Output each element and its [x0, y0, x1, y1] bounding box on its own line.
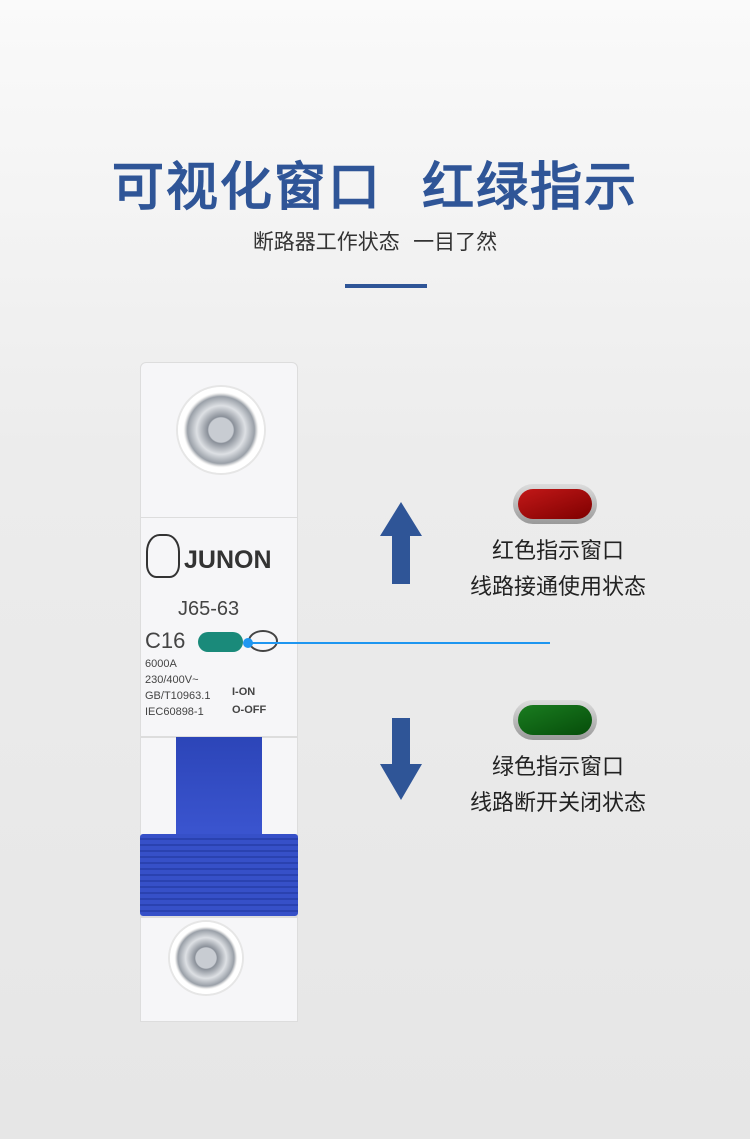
green-indicator-icon: [513, 700, 597, 740]
arrow-down-icon: [380, 718, 422, 800]
model-label: J65-63: [178, 598, 240, 620]
worker-logo-icon: [146, 534, 180, 578]
page-subtitle: 断路器工作状态 一目了然: [252, 230, 498, 254]
arrow-up-icon: [380, 502, 422, 584]
off-label: O-OFF: [232, 704, 267, 716]
title-divider: [345, 284, 427, 288]
standard-label: IEC60898-1: [145, 706, 204, 718]
green-caption-title: 绿色指示窗口: [491, 755, 624, 780]
red-caption-title: 红色指示窗口: [491, 539, 624, 564]
voltage-label: 230/400V~: [145, 674, 199, 686]
rating-label: C16: [145, 628, 186, 653]
red-caption-desc: 线路接通使用状态: [469, 575, 646, 600]
pointer-dot: [243, 638, 253, 648]
pointer-line: [247, 642, 550, 644]
screw-icon: [178, 387, 264, 473]
red-indicator-icon: [513, 484, 597, 524]
green-caption-desc: 线路断开关闭状态: [469, 791, 646, 816]
breaker-label-panel: [140, 517, 298, 737]
on-label: I-ON: [232, 686, 256, 698]
circuit-breaker: JUNON J65-63 C16 6000A 230/400V~ GB/T109…: [140, 362, 298, 1022]
toggle-lever-grip[interactable]: [140, 834, 298, 916]
status-indicator-window: [198, 632, 243, 652]
toggle-lever[interactable]: [176, 737, 262, 837]
standard-label: GB/T10963.1: [145, 690, 211, 702]
brand-label: JUNON: [184, 546, 272, 574]
screw-icon: [170, 922, 242, 994]
breaking-label: 6000A: [145, 658, 177, 670]
page-title: 可视化窗口 红绿指示: [111, 158, 639, 218]
